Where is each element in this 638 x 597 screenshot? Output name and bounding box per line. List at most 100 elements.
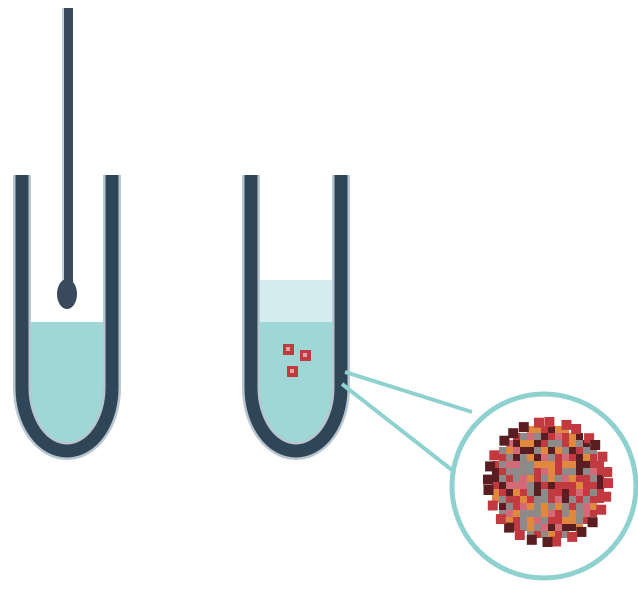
- virus-cell: [520, 468, 527, 475]
- virus-cell: [534, 440, 541, 447]
- virus-cell: [541, 433, 548, 440]
- virus-cell: [555, 503, 562, 510]
- virus-spike: [483, 475, 493, 485]
- virus-cell: [499, 468, 506, 475]
- particle: [283, 344, 294, 355]
- virus-cell: [583, 489, 590, 496]
- virus-spike: [576, 527, 586, 537]
- virus-cell: [555, 524, 562, 531]
- particle: [300, 350, 311, 361]
- swab-stick: [63, 8, 73, 291]
- virus-cell: [569, 454, 576, 461]
- virus-cell: [569, 475, 576, 482]
- virus-cell: [527, 447, 534, 454]
- virus-cell: [513, 440, 520, 447]
- virus-cell: [576, 482, 583, 489]
- virus-cell: [569, 482, 576, 489]
- virus-cell: [513, 447, 520, 454]
- virus-cell: [520, 503, 527, 510]
- virus-cell: [534, 461, 541, 468]
- virus-cell: [534, 475, 541, 482]
- virus-cell: [548, 433, 555, 440]
- particle: [287, 366, 298, 377]
- virus-cell: [520, 517, 527, 524]
- virus-cell: [590, 475, 597, 482]
- virus-cell: [513, 461, 520, 468]
- virus-cell: [513, 482, 520, 489]
- magnifier: [342, 372, 636, 578]
- virus-cell: [576, 496, 583, 503]
- virus-cell: [506, 510, 513, 517]
- virus-cell: [548, 440, 555, 447]
- virus-cell: [534, 524, 541, 531]
- virus-cell: [555, 517, 562, 524]
- virus-cell: [548, 503, 555, 510]
- virus-cell: [569, 440, 576, 447]
- virus-cell: [569, 433, 576, 440]
- virus-cell: [583, 482, 590, 489]
- virus-cell: [499, 489, 506, 496]
- magnifier-line-top: [345, 372, 472, 412]
- virus-cell: [541, 524, 548, 531]
- virus-cell: [534, 433, 541, 440]
- virus-cell: [555, 447, 562, 454]
- virus-cell: [583, 503, 590, 510]
- virus-cell: [520, 489, 527, 496]
- virus-cell: [541, 517, 548, 524]
- virus-cell: [548, 426, 555, 433]
- virus-spike: [484, 485, 494, 495]
- virus-cell: [527, 510, 534, 517]
- virus-cell: [590, 503, 597, 510]
- virus-cell: [499, 461, 506, 468]
- virus-spike: [534, 418, 544, 428]
- virus-cell: [548, 454, 555, 461]
- virus-cell: [527, 482, 534, 489]
- virus-cell: [555, 510, 562, 517]
- virus-cell: [520, 440, 527, 447]
- virus-cell: [499, 503, 506, 510]
- virus-cell: [583, 447, 590, 454]
- virus-cell: [590, 461, 597, 468]
- virus-cell: [562, 496, 569, 503]
- virus-cell: [562, 461, 569, 468]
- virus-spike: [602, 467, 612, 477]
- virus-cell: [562, 510, 569, 517]
- virus-cell: [583, 496, 590, 503]
- virus-spike: [588, 517, 598, 527]
- virus-cell: [569, 524, 576, 531]
- virus-cell: [562, 468, 569, 475]
- tube-with-particles: [247, 175, 347, 462]
- virus-cell: [513, 475, 520, 482]
- virus-cell: [541, 461, 548, 468]
- virus-cell: [534, 447, 541, 454]
- virus-cell: [541, 531, 548, 538]
- virus-cell: [506, 475, 513, 482]
- virus-cell: [506, 489, 513, 496]
- virus-cell: [555, 433, 562, 440]
- virus-cell: [534, 496, 541, 503]
- virus-cell: [583, 454, 590, 461]
- virus-cell: [576, 489, 583, 496]
- virus-cell: [562, 482, 569, 489]
- virus-cell: [562, 524, 569, 531]
- magnifier-line-bottom: [342, 384, 452, 470]
- virus-cell: [569, 468, 576, 475]
- virus-cell: [590, 510, 597, 517]
- virus-cell: [527, 433, 534, 440]
- virus-cell: [569, 489, 576, 496]
- virus-cell: [541, 503, 548, 510]
- virus-cell: [576, 433, 583, 440]
- virus-cell: [527, 489, 534, 496]
- virus-spike: [544, 417, 554, 427]
- virus-cell: [541, 468, 548, 475]
- virus-cell: [569, 461, 576, 468]
- virus-cell: [506, 461, 513, 468]
- virus-cell: [548, 482, 555, 489]
- virus-cell: [506, 454, 513, 461]
- virus-cell: [562, 489, 569, 496]
- virus-spike: [562, 420, 572, 430]
- virus-cell: [513, 510, 520, 517]
- virus-cell: [562, 447, 569, 454]
- virus-cell: [506, 503, 513, 510]
